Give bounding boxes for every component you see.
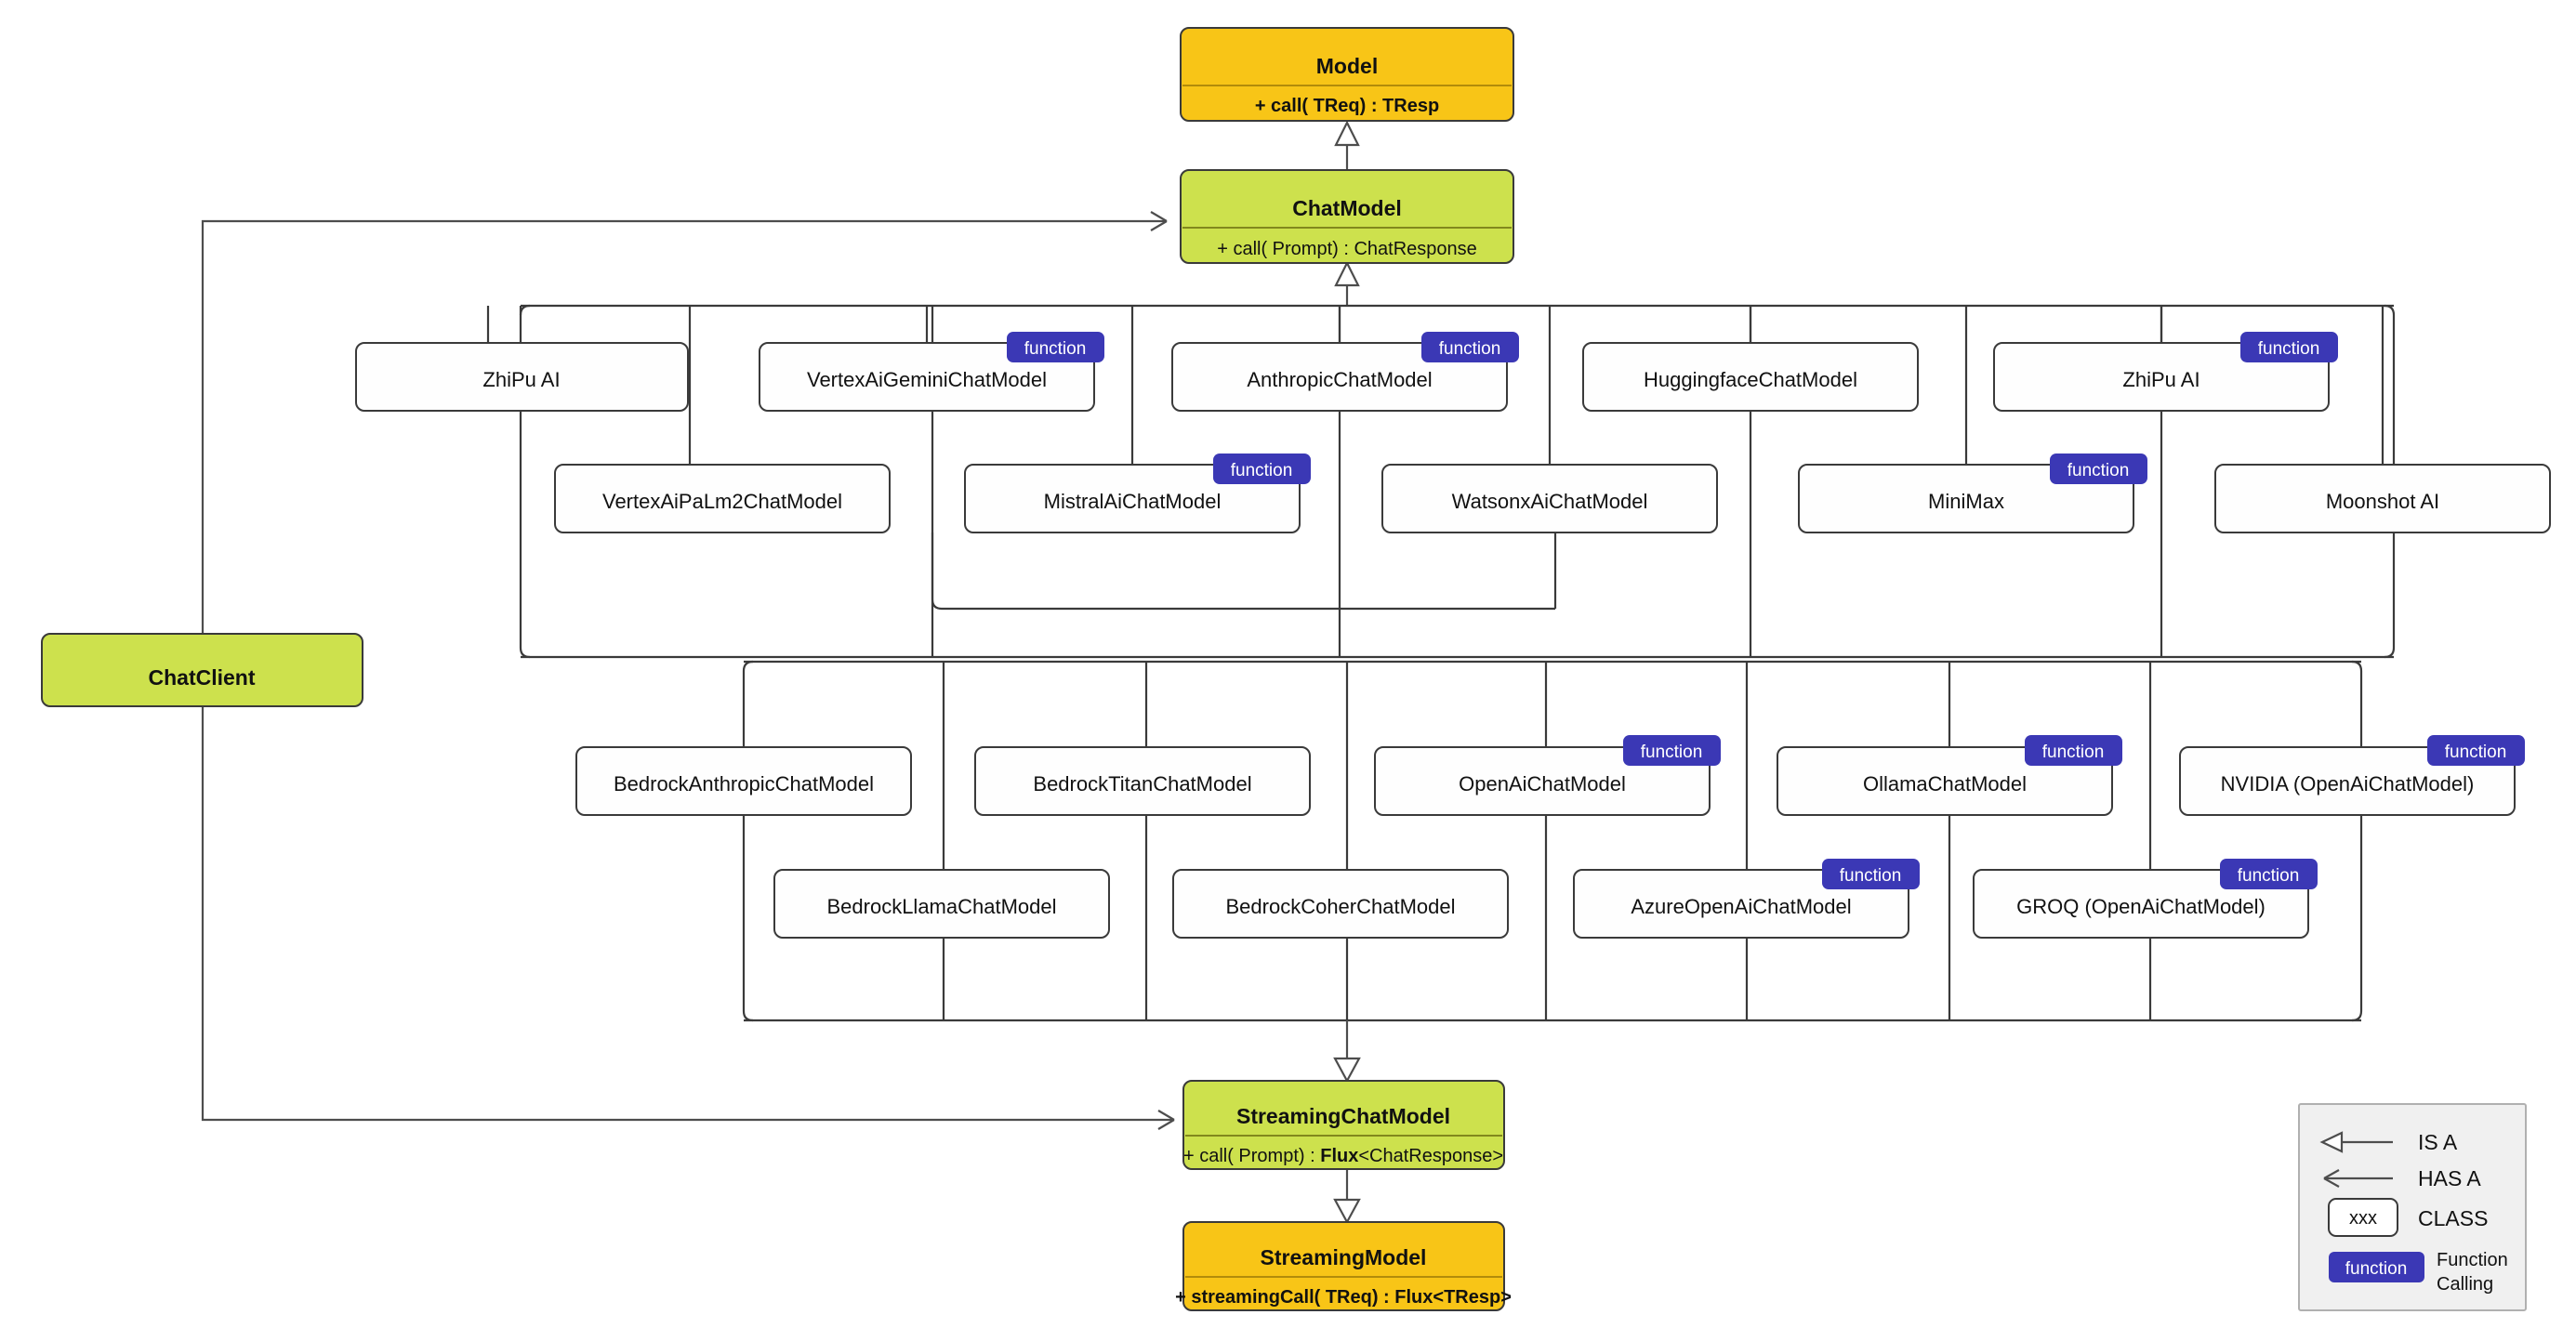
impl-label: OllamaChatModel bbox=[1863, 772, 2027, 795]
function-badge: function bbox=[2427, 735, 2525, 766]
function-badge: function bbox=[2240, 332, 2338, 362]
function-badge: function bbox=[1421, 332, 1519, 362]
legend-item-class: xxx CLASS bbox=[2328, 1198, 2488, 1237]
impl-label: VertexAiPaLm2ChatModel bbox=[602, 490, 842, 513]
impl-node[interactable]: MiniMax function bbox=[1798, 454, 2147, 533]
brackets-chatmodel-lower bbox=[688, 306, 2384, 611]
function-badge-label: function bbox=[1439, 339, 1501, 359]
legend-is-a-label: IS A bbox=[2418, 1130, 2458, 1154]
impl-label: NVIDIA (OpenAiChatModel) bbox=[2221, 772, 2475, 795]
brackets-streaming bbox=[742, 660, 2363, 1022]
node-chatclient[interactable]: ChatClient bbox=[41, 633, 363, 707]
impl-label: OpenAiChatModel bbox=[1459, 772, 1626, 795]
function-badge: function bbox=[1623, 735, 1721, 766]
legend-function-sample: function bbox=[2345, 1259, 2408, 1279]
impl-node[interactable]: BedrockLlamaChatModel bbox=[773, 869, 1110, 939]
impl-node[interactable]: ZhiPu AI function bbox=[1993, 332, 2338, 412]
legend-class-label: CLASS bbox=[2418, 1206, 2488, 1230]
node-chatmodel-title: ChatModel bbox=[1292, 196, 1402, 220]
impl-label: BedrockLlamaChatModel bbox=[826, 895, 1056, 918]
impl-node[interactable]: OpenAiChatModel function bbox=[1374, 735, 1721, 816]
legend-has-a-label: HAS A bbox=[2418, 1166, 2481, 1190]
function-badge-label: function bbox=[1231, 461, 1293, 480]
function-badge-label: function bbox=[2042, 743, 2105, 762]
impl-label: Moonshot AI bbox=[2326, 490, 2439, 513]
function-badge: function bbox=[2025, 735, 2122, 766]
edge-streaming-bus-to-streamingchatmodel bbox=[1333, 1020, 1361, 1084]
function-badge-label: function bbox=[2067, 461, 2130, 480]
legend-item-is-a: IS A bbox=[2319, 1130, 2458, 1154]
impl-node[interactable]: VertexAiPaLm2ChatModel bbox=[554, 464, 891, 533]
impl-node[interactable]: BedrockCoherChatModel bbox=[1172, 869, 1509, 939]
node-model[interactable]: Model + call( TReq) : TResp bbox=[1180, 27, 1514, 122]
node-chatclient-title: ChatClient bbox=[149, 665, 256, 690]
impl-label: MistralAiChatModel bbox=[1044, 490, 1222, 513]
impl-label: ZhiPu AI bbox=[2122, 368, 2200, 391]
function-badge: function bbox=[2050, 454, 2147, 484]
node-model-method: + call( TReq) : TResp bbox=[1255, 96, 1439, 116]
impl-label: AnthropicChatModel bbox=[1247, 368, 1432, 391]
impl-label: WatsonxAiChatModel bbox=[1452, 490, 1648, 513]
node-streamingmodel-title: StreamingModel bbox=[1261, 1245, 1427, 1269]
impl-label: VertexAiGeminiChatModel bbox=[807, 368, 1047, 391]
function-badge: function bbox=[1213, 454, 1311, 484]
impl-label: MiniMax bbox=[1928, 490, 2004, 513]
node-model-title: Model bbox=[1316, 54, 1378, 78]
impl-label: AzureOpenAiChatModel bbox=[1631, 895, 1851, 918]
legend-function-label-line1: Function bbox=[2437, 1250, 2508, 1270]
stubs-chatmodel-upper bbox=[486, 306, 2163, 343]
impl-node[interactable]: OllamaChatModel function bbox=[1777, 735, 2122, 816]
function-badge-label: function bbox=[1840, 866, 1902, 886]
impl-label: BedrockTitanChatModel bbox=[1033, 772, 1251, 795]
impl-label: ZhiPu AI bbox=[482, 368, 560, 391]
function-badge: function bbox=[1822, 859, 1920, 889]
impl-label: HuggingfaceChatModel bbox=[1644, 368, 1857, 391]
bracket-chatmodel-group-left bbox=[519, 304, 531, 316]
legend-function-label-line2: Calling bbox=[2437, 1274, 2493, 1295]
function-badge: function bbox=[1007, 332, 1104, 362]
impl-label: BedrockAnthropicChatModel bbox=[614, 772, 874, 795]
impl-node[interactable]: VertexAiGeminiChatModel function bbox=[759, 332, 1104, 412]
legend-item-has-a: HAS A bbox=[2323, 1166, 2481, 1190]
impl-node[interactable]: Moonshot AI bbox=[2214, 464, 2551, 533]
edge-chatclient-has-a-chatmodel bbox=[201, 211, 1168, 641]
node-streamingmodel-method: + streamingCall( TReq) : Flux<TResp> bbox=[1175, 1287, 1512, 1308]
group-streamingchatmodel-implementations: BedrockAnthropicChatModel BedrockTitanCh… bbox=[575, 735, 2525, 939]
group-chatmodel-implementations: ZhiPu AI VertexAiGeminiChatModel functio… bbox=[355, 332, 2551, 533]
node-streamingchatmodel-title: StreamingChatModel bbox=[1236, 1104, 1450, 1128]
edge-chatclient-has-a-streamingchatmodel bbox=[201, 676, 1175, 1130]
node-streamingchatmodel-method: + call( Prompt) : Flux<ChatResponse> bbox=[1183, 1146, 1503, 1166]
function-badge-label: function bbox=[2238, 866, 2300, 886]
impl-label: GROQ (OpenAiChatModel) bbox=[2016, 895, 2266, 918]
impl-node[interactable]: BedrockAnthropicChatModel bbox=[575, 746, 912, 816]
function-badge: function bbox=[2220, 859, 2318, 889]
connector-layer bbox=[201, 120, 2396, 1225]
impl-node[interactable]: ZhiPu AI bbox=[355, 342, 689, 412]
function-badge-label: function bbox=[2258, 339, 2320, 359]
legend-panel: IS A HAS A xxx CLASS function Function C… bbox=[2298, 1103, 2527, 1311]
node-streamingmodel[interactable]: StreamingModel + streamingCall( TReq) : … bbox=[1175, 1221, 1512, 1311]
impl-node[interactable]: BedrockTitanChatModel bbox=[974, 746, 1311, 816]
node-chatmodel[interactable]: ChatModel + call( Prompt) : ChatResponse bbox=[1180, 169, 1514, 264]
impl-node[interactable]: AzureOpenAiChatModel function bbox=[1573, 859, 1920, 939]
legend-class-sample: xxx bbox=[2349, 1208, 2377, 1229]
node-streamingchatmodel[interactable]: StreamingChatModel + call( Prompt) : Flu… bbox=[1182, 1080, 1505, 1170]
edge-streamingchatmodel-is-a-streamingmodel bbox=[1333, 1169, 1361, 1225]
function-badge-label: function bbox=[2445, 743, 2507, 762]
impl-node[interactable]: MistralAiChatModel function bbox=[964, 454, 1311, 533]
impl-node[interactable]: WatsonxAiChatModel bbox=[1381, 464, 1718, 533]
impl-node[interactable]: NVIDIA (OpenAiChatModel) function bbox=[2179, 735, 2525, 816]
impl-node[interactable]: AnthropicChatModel function bbox=[1171, 332, 1519, 412]
legend-item-function: function Function Calling bbox=[2329, 1250, 2508, 1295]
edge-chatmodel-is-a-model bbox=[1334, 120, 1360, 177]
function-badge-label: function bbox=[1641, 743, 1703, 762]
node-chatmodel-method: + call( Prompt) : ChatResponse bbox=[1217, 239, 1477, 259]
impl-node[interactable]: HuggingfaceChatModel bbox=[1582, 342, 1919, 412]
impl-node[interactable]: GROQ (OpenAiChatModel) function bbox=[1973, 859, 2318, 939]
impl-label: BedrockCoherChatModel bbox=[1225, 895, 1455, 918]
function-badge-label: function bbox=[1024, 339, 1087, 359]
edge-chatmodel-subclass-bus bbox=[1334, 260, 1360, 306]
